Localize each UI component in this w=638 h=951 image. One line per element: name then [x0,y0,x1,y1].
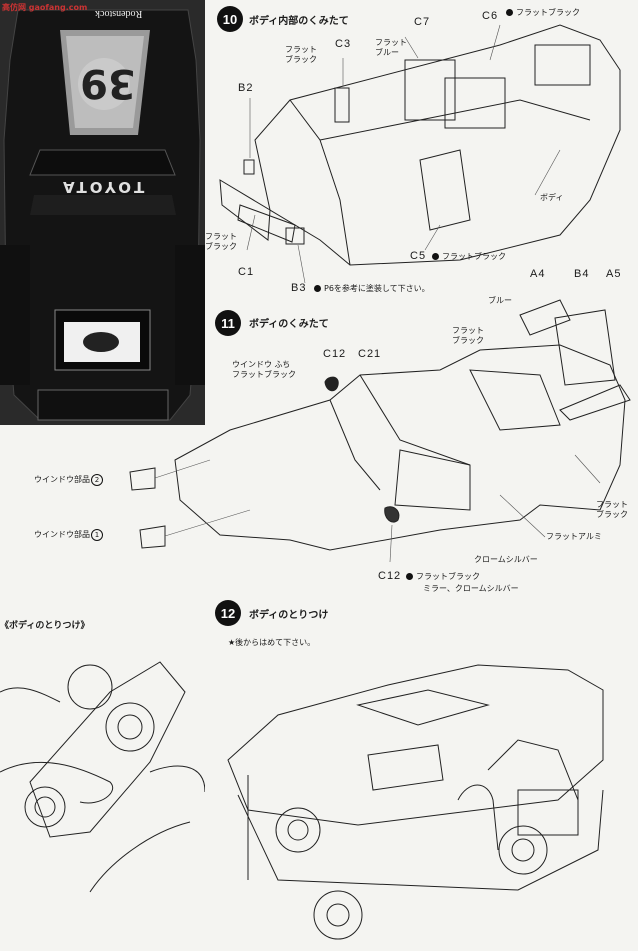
step-10-diagram [219,24,621,284]
part-b4: B4 [574,268,590,280]
a4-color-label: ブルー [488,296,512,305]
part-b2: B2 [238,82,254,94]
paint-dot-icon [432,253,439,260]
a5-color-label: フラット ブラック [596,500,628,519]
paint-dot-icon [506,9,513,16]
step-12-title: ボディのとりつけ [249,610,329,621]
step-10-title: ボディ内部のくみたて [249,16,349,27]
b2-color-label: フラット ブラック [205,232,237,251]
part-c12: C12 [323,348,347,360]
left-section-title: 《ボディのとりつけ》 [0,621,90,631]
hand-assembly-drawing [0,661,205,893]
part-c1: C1 [238,266,255,278]
step-12-note: ★後からはめて下さい。 [228,638,316,647]
paint-dot-icon [314,285,321,292]
car-photo-drawing [0,0,205,425]
part-c6: C6 [482,10,499,22]
c7-color-label: フラット ブルー [375,38,407,57]
b3-note: P6を参考に塗装して下さい。 [314,284,430,294]
c5-color-label: フラットブラック [432,252,506,262]
part-c5: C5 [410,250,427,262]
c6-color-label: フラットブラック [506,8,580,18]
step-12-badge: 12 [215,600,241,626]
flat-black-label-a: フラット ブラック [452,326,484,345]
step-12-diagram [227,664,604,940]
step-11-badge: 11 [215,310,241,336]
part-a5: A5 [606,268,622,280]
mirror-label: ミラー、クロームシルバー [423,584,519,593]
step-10-badge: 10 [217,6,243,32]
part-c7: C7 [414,16,431,28]
step-11-diagram [129,299,631,563]
body-label: ボディ [540,193,564,202]
part-a4: A4 [530,268,546,280]
paint-dot-icon [406,573,413,580]
step-11-title: ボディのくみたて [249,319,329,330]
part-c21: C21 [358,348,382,360]
c12-color-label: フラットブラック [406,572,480,582]
part-c12-mirror: C12 [378,570,402,582]
flat-aluminum-label: フラットアルミ [546,532,602,541]
part-c3: C3 [335,38,352,50]
c3-color-label: フラット ブラック [285,45,317,64]
window-frame-label: ウインドウ ふち フラットブラック [232,360,296,379]
watermark: 高仿网 gaofang.com [2,3,88,12]
chrome-silver-label: クロームシルバー [474,555,538,564]
car-photo: 高仿网 gaofang.com Rodenstock TOYOTA 39 [0,0,205,425]
part-b3: B3 [291,282,307,294]
